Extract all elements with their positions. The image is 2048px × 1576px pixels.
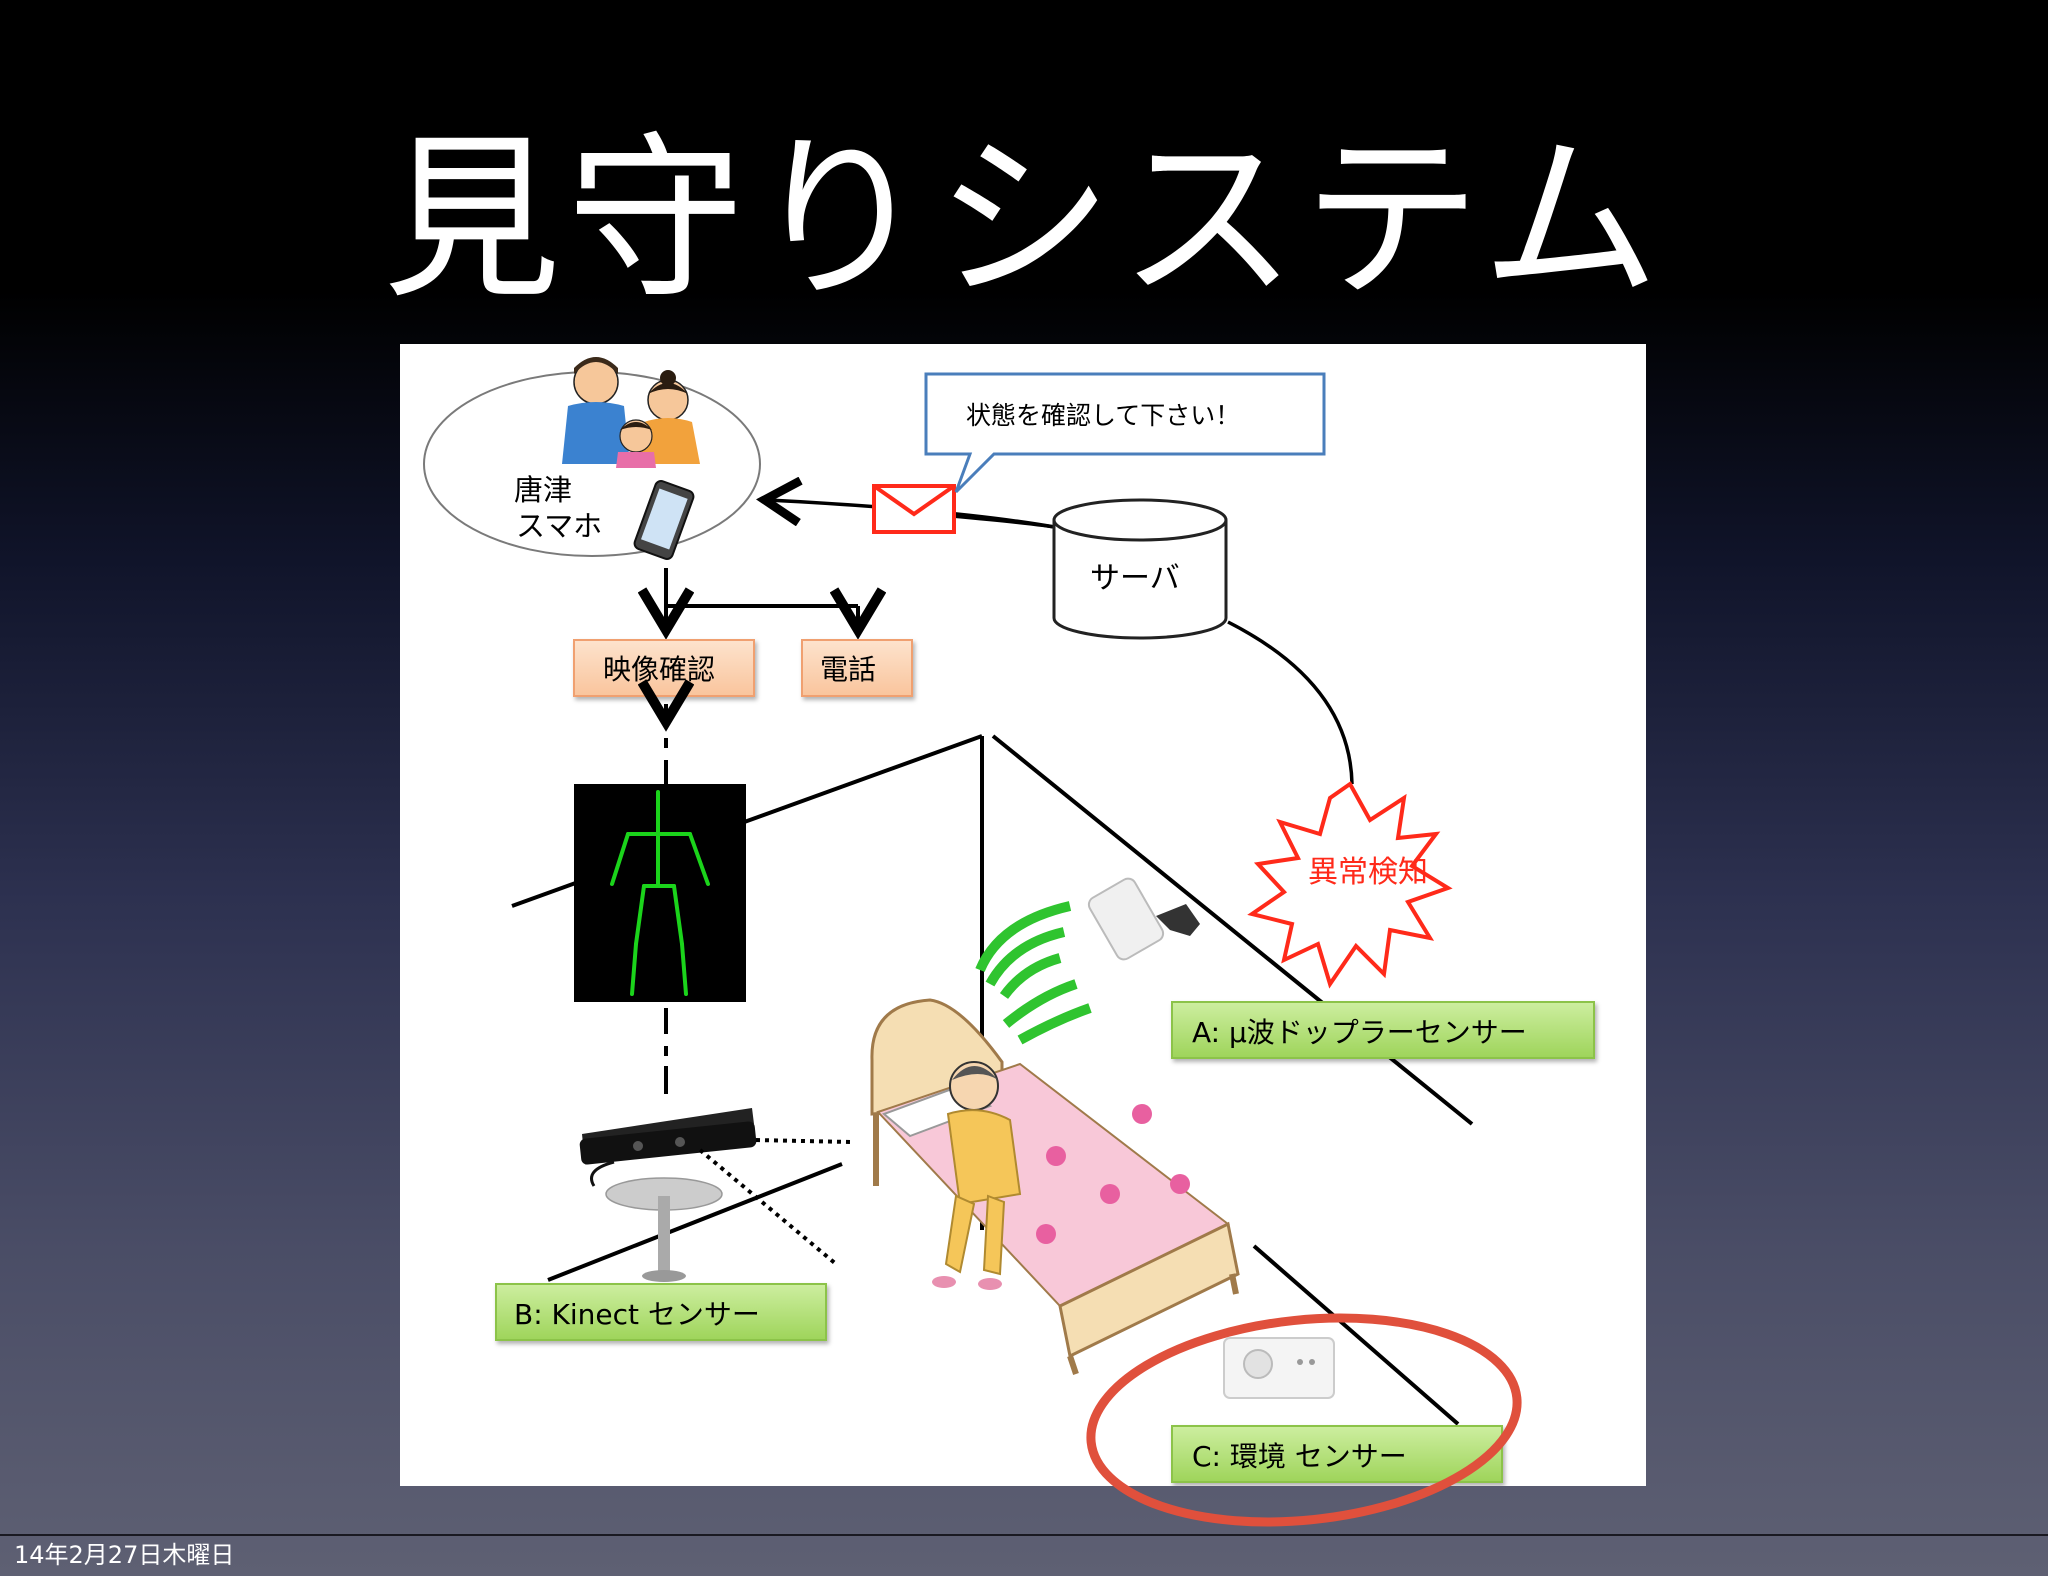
footer-date: 14年2月27日木曜日 — [14, 1541, 235, 1569]
action-phone-label: 電話 — [820, 653, 876, 686]
sensor-b-text: B: Kinect センサー — [514, 1298, 760, 1331]
system-diagram: 唐津 スマホ 状態を確認して下さい！ サーバ 映像確認 電話 — [423, 357, 1595, 1483]
envelope-icon — [872, 484, 956, 534]
bed-with-person-icon — [870, 998, 1240, 1375]
father-icon — [562, 357, 630, 464]
sensor-label-b — [495, 1283, 827, 1341]
sensor-c-text: C: 環境 センサー — [1192, 1440, 1407, 1473]
family-label-line1: 唐津 — [514, 473, 572, 507]
server-label: サーバ — [1090, 561, 1180, 596]
footer-divider — [0, 1534, 2048, 1536]
action-arrows — [666, 568, 858, 626]
sensor-label-c — [1171, 1425, 1503, 1483]
action-phone-call — [801, 639, 913, 697]
highlight-ring — [1086, 1313, 1522, 1527]
family-label-line2: スマホ — [516, 509, 602, 543]
family-group: 唐津 スマホ — [423, 357, 761, 560]
kinect-skeleton-view — [574, 784, 746, 1002]
diagram-panel: 唐津 スマホ 状態を確認して下さい！ サーバ 映像確認 電話 — [400, 344, 1646, 1486]
kinect-view-lines — [698, 1138, 851, 1266]
server-icon: サーバ — [1052, 498, 1228, 640]
child-icon — [616, 419, 656, 468]
message-bubble: 状態を確認して下さい！ — [924, 372, 1326, 494]
kinect-device-icon — [579, 1108, 757, 1282]
slide-title: 見守りシステム — [382, 116, 1666, 323]
anomaly-burst: 異常検知 — [1247, 781, 1453, 989]
sensor-a-text: A: μ波ドップラーセンサー — [1192, 1016, 1527, 1049]
message-text: 状態を確認して下さい！ — [966, 401, 1240, 430]
alert-label: 異常検知 — [1308, 855, 1428, 890]
sensor-label-a — [1171, 1001, 1595, 1059]
smartphone-icon — [633, 480, 695, 560]
environment-sensor-icon — [1223, 1337, 1335, 1399]
server-alert-link — [1227, 620, 1354, 785]
doppler-sensor-icon — [975, 877, 1200, 1045]
